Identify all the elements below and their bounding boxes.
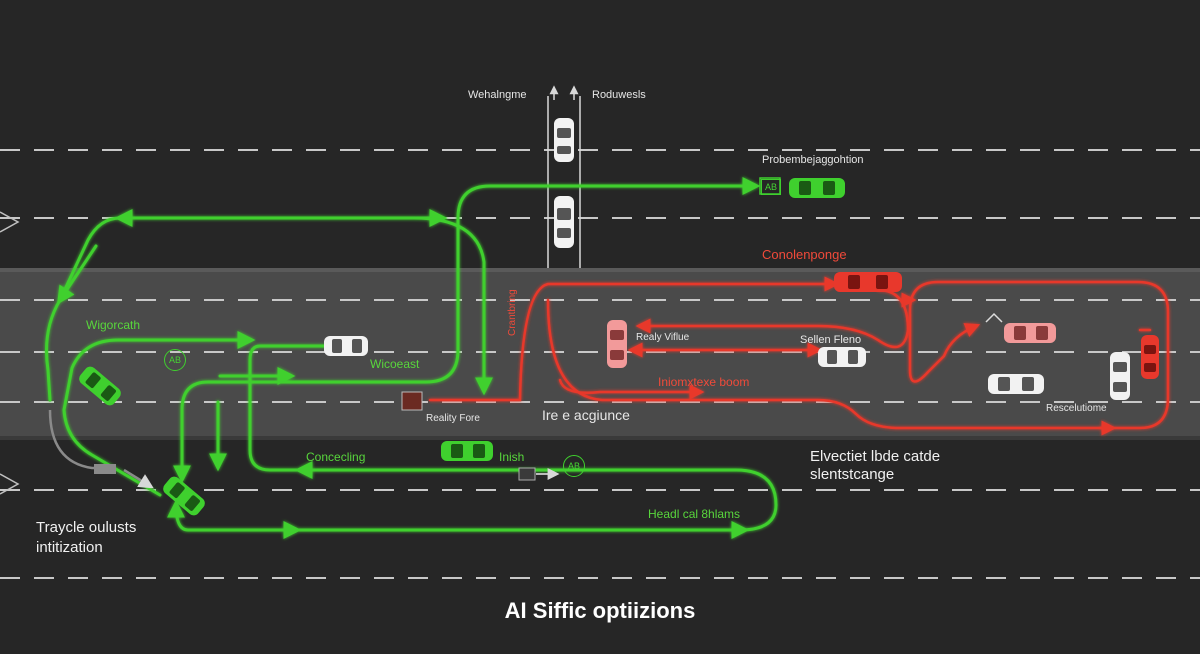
label-top-right: Roduwesls [592, 89, 646, 101]
lane-markings [0, 149, 1200, 579]
red-congestion-paths [428, 276, 1170, 436]
label-trajectory-line2: intitization [36, 539, 103, 556]
label-top-left: Wehalngme [468, 89, 527, 101]
label-effective-line2: slentstcange [810, 466, 895, 483]
car-icon [324, 336, 368, 356]
label-congestion: Conolenponge [762, 247, 847, 262]
car-icon [818, 347, 866, 367]
car-icon [554, 118, 574, 162]
green-optimized-paths [45, 177, 778, 539]
label-concealing: Concecling [306, 450, 366, 464]
label-problem: Probembejaggohtion [762, 154, 864, 166]
traffic-signal-icon [518, 467, 536, 481]
vehicles [79, 118, 1159, 516]
label-red-vertical: Crantbring [507, 289, 518, 336]
label-intersection: Iniomxtexe boom [658, 375, 750, 389]
arrow-icon [985, 312, 1003, 323]
car-icon [163, 476, 205, 516]
diagram-title: AI Siffic optiizions [504, 598, 696, 623]
circle-badge-lower: AB [563, 455, 585, 477]
label-effective-line1: Elvectiet lbde catde [810, 448, 941, 465]
car-icon [1004, 323, 1056, 343]
label-intelligence: Ire e acgiunce [542, 407, 630, 423]
left-edge-chevron [0, 473, 20, 495]
car-icon [554, 196, 574, 248]
label-realy-vitue: Realy Viflue [636, 332, 690, 343]
label-head-flows: Headl cal 8hlams [648, 507, 741, 521]
gray-path [48, 409, 154, 489]
car-icon [789, 178, 845, 198]
label-sellon-flow: Sellen Fleno [800, 334, 862, 346]
label-wigorath: Wigorcath [86, 318, 141, 332]
car-icon [834, 272, 902, 292]
label-finish: Inish [499, 450, 525, 464]
car-icon [988, 374, 1044, 394]
car-icon [1141, 335, 1159, 379]
car-icon [441, 441, 493, 461]
left-edge-chevron [0, 211, 20, 233]
label-resolution: Rescelutiome [1046, 403, 1107, 414]
signal-badge-label: AB [761, 179, 781, 195]
label-trajectory-line1: Traycle oulusts [36, 519, 137, 536]
circle-badge-mid: AB [164, 349, 186, 371]
traffic-signal-icon [401, 391, 423, 411]
car-icon [1110, 352, 1130, 400]
label-reality-flow: Reality Fore [426, 413, 480, 424]
label-wicoeast: Wicoeast [370, 357, 420, 371]
car-icon [79, 366, 121, 406]
car-icon [607, 320, 627, 368]
